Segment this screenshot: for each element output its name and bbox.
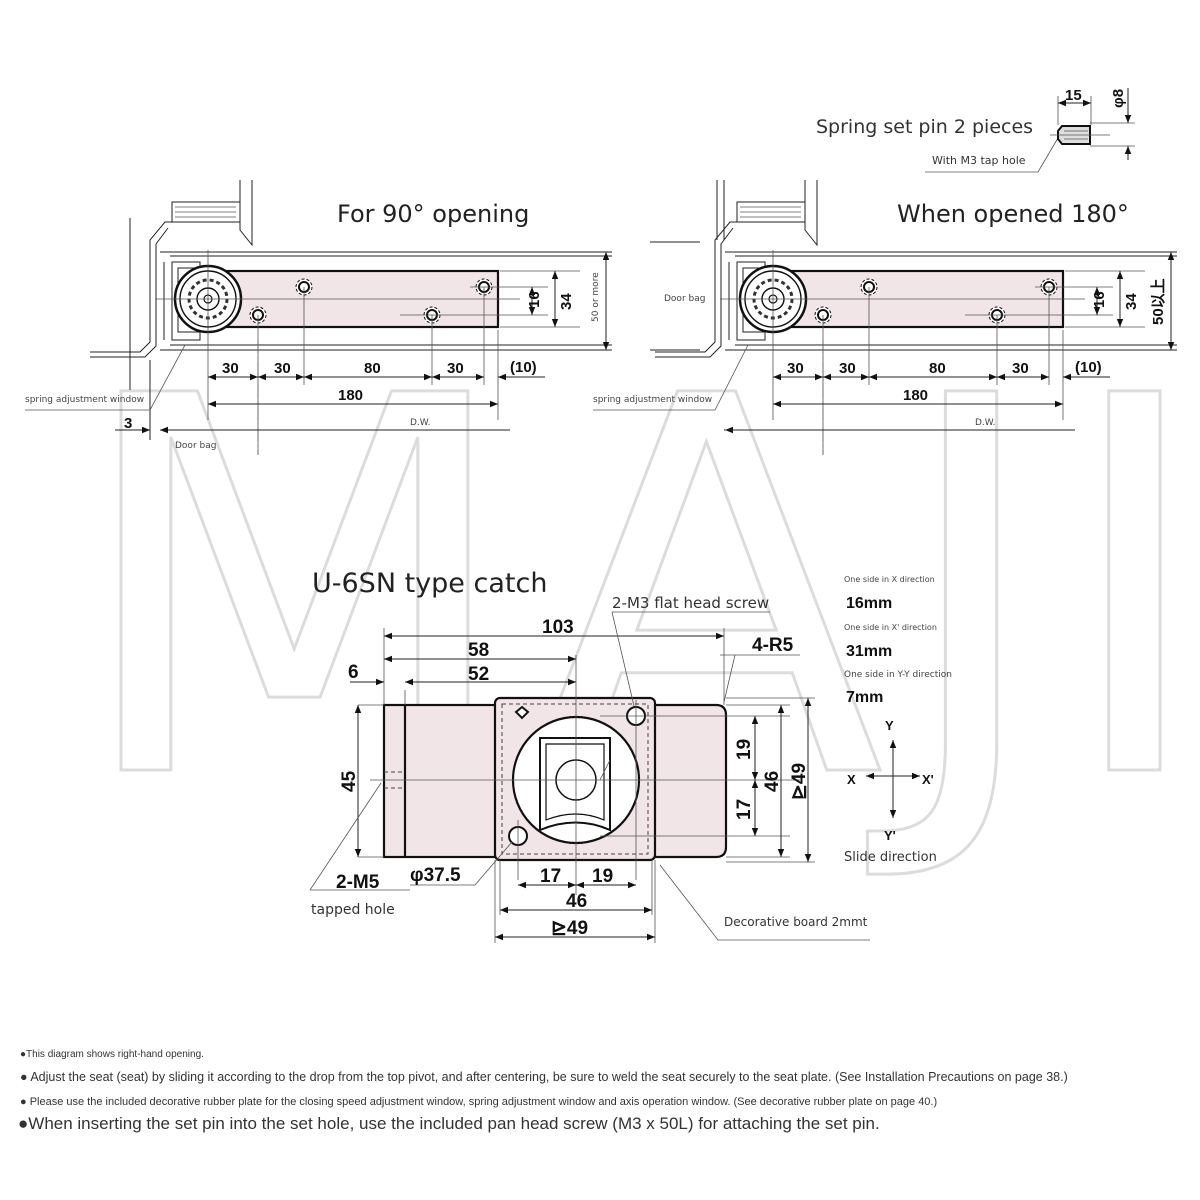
catch-title: U-6SN type catch — [312, 568, 547, 599]
phi-label: φ37.5 — [410, 865, 461, 886]
door-bag-label: Door bag — [664, 294, 705, 304]
spring-window-label: spring adjustment window — [593, 395, 712, 405]
dim-label: 103 — [542, 617, 574, 638]
dim-label: 58 — [468, 640, 489, 661]
notes: ●This diagram shows right-hand opening. … — [18, 1049, 1068, 1133]
dim-label: 46 — [762, 771, 783, 792]
dim-label: 17 — [734, 799, 755, 820]
m5-label: 2-M5 — [336, 872, 380, 893]
door-bag-label: Door bag — [175, 441, 216, 451]
drawing-90-degree: For 90° opening 30 30 80 30 (10) 180 D.W… — [25, 180, 612, 455]
dim-label: 16 — [526, 291, 543, 308]
tap-hole-label: With M3 tap hole — [932, 154, 1026, 167]
adjustment-info: One side in X direction 16mm One side in… — [844, 575, 952, 865]
dim-label: (10) — [1075, 359, 1102, 376]
dim-label: 34 — [1123, 293, 1140, 310]
dim-label: 180 — [903, 387, 928, 404]
dim-label: 30 — [222, 360, 239, 377]
spring-pin-label: Spring set pin 2 pieces — [816, 116, 1033, 138]
pin-length-label: 15 — [1065, 87, 1082, 104]
pin-diameter-label: φ8 — [1110, 89, 1127, 108]
drawing-title: For 90° opening — [337, 200, 529, 228]
slide-direction-label: Slide direction — [844, 850, 937, 865]
dim-label: 19 — [592, 866, 613, 887]
axis-y2-label: Y' — [884, 828, 896, 843]
dim-label: 30 — [1012, 360, 1029, 377]
dim-label: 6 — [348, 662, 359, 683]
drawing-180-degree: When opened 180° 30 30 80 30 (10) 180 D.… — [593, 180, 1177, 455]
spring-window-label: spring adjustment window — [25, 395, 144, 405]
dim-label: 50以上 — [1150, 278, 1167, 325]
decorative-board-label: Decorative board 2mmt — [724, 915, 868, 929]
axis-x-label: X — [847, 772, 856, 787]
dim-label: 45 — [339, 770, 360, 792]
dim-label: 30 — [787, 360, 804, 377]
dim-label: 30 — [447, 360, 464, 377]
dim-label: 46 — [566, 891, 587, 912]
screw-label: 2-M3 flat head screw — [612, 594, 769, 612]
dim-label: 17 — [540, 866, 561, 887]
axis-x2-label: X' — [922, 772, 934, 787]
drawing-title: When opened 180° — [897, 200, 1129, 228]
dim-label: 30 — [274, 360, 291, 377]
dim-label: (10) — [510, 359, 537, 376]
adjust-label: One side in Y-Y direction — [844, 670, 952, 680]
dim-label: 16 — [1091, 291, 1108, 308]
note: ● Please use the included decorative rub… — [20, 1096, 937, 1108]
axis-y-label: Y — [885, 718, 894, 733]
adjust-value: 16mm — [846, 595, 892, 612]
dim-label: 180 — [338, 387, 363, 404]
dw-label: D.W. — [975, 418, 996, 428]
note: ●This diagram shows right-hand opening. — [20, 1049, 204, 1060]
tapped-hole-label: tapped hole — [311, 902, 395, 918]
dim-label: ⊵49 — [789, 763, 810, 800]
dim-label: 50 or more — [591, 272, 601, 322]
adjust-label: One side in X direction — [844, 575, 935, 584]
spring-set-pin: Spring set pin 2 pieces With M3 tap hole… — [816, 87, 1135, 173]
dim-label: 3 — [124, 415, 132, 432]
dim-label: ⊵49 — [551, 918, 588, 939]
dim-label: 80 — [929, 360, 946, 377]
dim-label: 34 — [558, 293, 575, 310]
u6sn-catch: U-6SN type catch 2-M3 flat head screw 4-… — [309, 568, 870, 943]
dim-label: 19 — [734, 739, 755, 760]
radius-label: 4-R5 — [752, 635, 794, 656]
adjust-value: 7mm — [846, 689, 883, 706]
dim-label: 52 — [468, 664, 489, 685]
adjust-label: One side in X' direction — [844, 623, 937, 632]
dim-label: 30 — [839, 360, 856, 377]
note: ● Adjust the seat (seat) by sliding it a… — [20, 1070, 1068, 1084]
dw-label: D.W. — [410, 418, 431, 428]
adjust-value: 31mm — [846, 643, 892, 660]
dim-label: 80 — [364, 360, 381, 377]
note: ●When inserting the set pin into the set… — [18, 1114, 880, 1133]
